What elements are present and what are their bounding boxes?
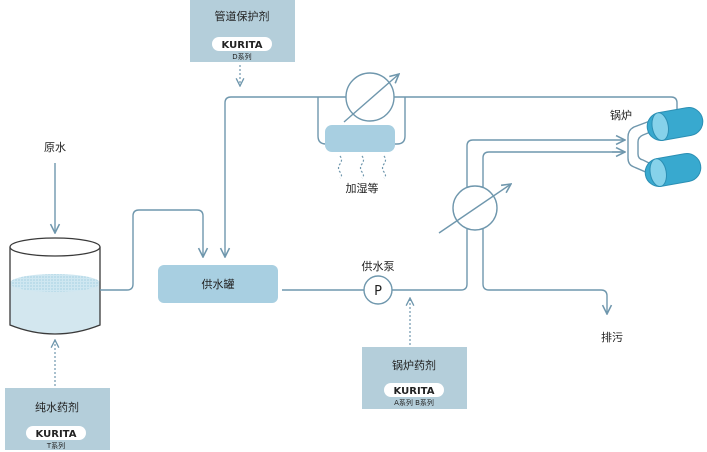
tank-water-body [10,283,100,334]
tank-water-surface [10,274,100,292]
feed-pump-icon: P [363,275,393,305]
pure-water-box-bg [5,388,110,450]
steam-wave-2 [359,155,365,179]
boiler-icon [627,107,704,187]
boiler-chemical-title: 锅炉药剂 [392,358,436,372]
pipe-protector-brand-pill [212,37,272,51]
humidifier-label: 加湿等 [346,181,379,195]
boiler-label: 锅炉 [610,109,632,122]
tank-outline [9,247,101,335]
pipe-protector-chemical-box: 管道保护剂 KURITA D系列 [190,0,295,62]
feed-pump-circle [363,275,393,305]
boiler-upper-drum [646,107,704,141]
pipe-protector-title: 管道保护剂 [215,9,270,23]
boiler-chemical-series: A系列 B系列 [394,398,434,407]
boiler-chemical-box-bg [362,347,467,409]
heat-exchanger-icon-top [343,72,399,123]
steam-wave-1 [337,155,343,179]
heat-exchanger-icon-bottom [438,184,511,234]
pure-water-brand-pill [26,426,86,440]
steam-wave-icon [337,155,387,179]
boiler-lower-drum [644,153,702,187]
heat-exchanger-arrow-top [343,74,399,123]
boiler-chemical-brand: KURITA [394,386,435,397]
tank-top-rim [9,237,101,257]
boiler-connector-inner [637,130,654,165]
feed-tank: 供水罐 [158,265,278,303]
steam-wave-3 [381,155,387,179]
heat-exchanger-arrow-bottom [438,184,511,234]
blowdown-line [482,151,625,314]
boiler-chemical-box: 锅炉药剂 KURITA A系列 B系列 [362,347,467,409]
feed-tank-box [158,265,278,303]
boiler-chemical-brand-pill [384,383,444,397]
blowdown-label: 排污 [601,330,623,344]
feed-tank-label: 供水罐 [202,277,235,291]
humidifier-unit [325,125,395,152]
pipe-protector-series: D系列 [232,52,251,61]
feed-pump-label: 供水泵 [362,259,395,273]
pure-water-chemical-box: 纯水药剂 KURITA T系列 [5,388,110,450]
raw-water-tank [9,237,101,335]
lower-drum-end [649,158,667,187]
boiler-feed-line [392,140,625,291]
pipe-protector-brand: KURITA [222,40,263,51]
tank-to-feed-tank-line [100,209,203,291]
pure-water-series: T系列 [46,441,65,450]
boiler-connector-outer [627,120,651,174]
pipe-protector-box-bg [190,0,295,62]
raw-water-label: 原水 [44,141,66,154]
feed-pump-symbol: P [374,284,382,299]
pure-water-title: 纯水药剂 [35,400,79,414]
pure-water-brand: KURITA [36,429,77,440]
upper-drum-end [651,112,669,141]
steam-return-line [225,96,678,257]
